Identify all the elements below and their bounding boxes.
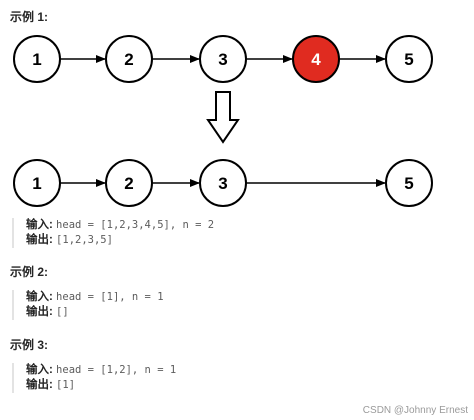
before-node-4 xyxy=(292,35,340,83)
before-node-5 xyxy=(385,35,433,83)
input-line: 输入: head = [1,2], n = 1 xyxy=(26,363,176,378)
before-node-label: 4 xyxy=(311,50,321,69)
before-node-label: 2 xyxy=(124,50,133,69)
after-list: 1 2 3 5 xyxy=(13,159,433,207)
after-node-label: 1 xyxy=(32,174,41,193)
example-2-title: 示例 2: xyxy=(10,265,49,279)
output-label: 输出: xyxy=(26,379,53,391)
output-line: 输出: [1,2,3,5] xyxy=(26,233,214,248)
example-1-io: 输入: head = [1,2,3,4,5], n = 2 输出: [1,2,3… xyxy=(12,218,214,248)
output-value: [1,2,3,5] xyxy=(56,234,113,246)
before-node-label: 3 xyxy=(218,50,227,69)
output-line: 输出: [1] xyxy=(26,378,176,393)
watermark: CSDN @Johnny Ernest xyxy=(362,405,468,416)
after-node-label: 5 xyxy=(404,174,413,193)
before-node-3 xyxy=(199,35,247,83)
output-value: [1] xyxy=(56,379,76,391)
input-value: head = [1,2], n = 1 xyxy=(56,364,177,376)
output-label: 输出: xyxy=(26,234,53,246)
output-line: 输出: [] xyxy=(26,305,164,320)
linked-list-diagram: 1 2 3 4 5 1 2 3 5 xyxy=(13,35,433,207)
input-label: 输入: xyxy=(26,291,53,303)
example-1-title: 示例 1: xyxy=(10,10,49,24)
before-node-2 xyxy=(105,35,153,83)
example-2-io: 输入: head = [1], n = 1 输出: [] xyxy=(12,290,164,320)
after-node-label: 2 xyxy=(124,174,133,193)
after-node-2 xyxy=(105,159,153,207)
after-node-3 xyxy=(199,159,247,207)
output-label: 输出: xyxy=(26,306,53,318)
input-label: 输入: xyxy=(26,219,53,231)
example-3-io: 输入: head = [1,2], n = 1 输出: [1] xyxy=(12,363,176,393)
input-value: head = [1], n = 1 xyxy=(56,291,164,303)
input-label: 输入: xyxy=(26,364,53,376)
after-node-label: 3 xyxy=(218,174,227,193)
before-node-label: 1 xyxy=(32,50,41,69)
input-value: head = [1,2,3,4,5], n = 2 xyxy=(56,219,215,231)
after-node-1 xyxy=(13,159,61,207)
before-list: 1 2 3 4 5 xyxy=(13,35,433,83)
input-line: 输入: head = [1], n = 1 xyxy=(26,290,164,305)
input-line: 输入: head = [1,2,3,4,5], n = 2 xyxy=(26,218,214,233)
after-node-5 xyxy=(385,159,433,207)
before-node-1 xyxy=(13,35,61,83)
example-3-title: 示例 3: xyxy=(10,338,49,352)
before-node-label: 5 xyxy=(404,50,413,69)
output-value: [] xyxy=(56,306,69,318)
down-arrow-icon xyxy=(206,91,240,144)
